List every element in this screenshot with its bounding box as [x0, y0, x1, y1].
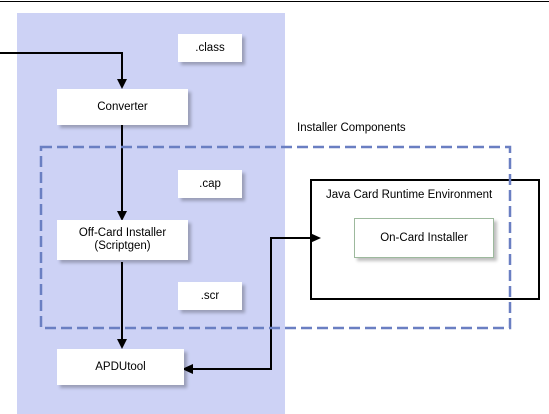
scr-file-label: .scr [200, 289, 220, 302]
scr-file-box: .scr [178, 282, 242, 310]
arrowhead-apdutool [117, 339, 127, 349]
offcard-installer-label: Off-Card Installer [78, 227, 167, 239]
oncard-installer-label: On-Card Installer [380, 231, 468, 244]
apdutool-to-oncard-arrow [192, 237, 311, 370]
installer-components-label: Installer Components [297, 122, 406, 134]
installer-components-region [39, 145, 512, 330]
converter-label: Converter [97, 100, 148, 113]
apdutool-box: APDUtool [57, 349, 184, 385]
apdutool-label: APDUtool [95, 360, 146, 373]
class-file-box: .class [178, 34, 242, 62]
jcre-label: Java Card Runtime Environment [326, 189, 493, 201]
offcard-installer-box: Off-Card Installer (Scriptgen) [57, 220, 188, 260]
arrowhead-offcard [117, 211, 127, 221]
converter-box: Converter [57, 89, 188, 125]
input-to-converter-arrow [0, 52, 123, 80]
arrow-heads [117, 79, 321, 374]
oncard-installer-box: On-Card Installer [354, 218, 494, 258]
tools-panel [17, 13, 285, 414]
arrowhead-oncard [310, 233, 321, 243]
class-file-label: .class [195, 41, 225, 54]
cap-file-label: .cap [199, 177, 221, 190]
arrowhead-apdutool-left [182, 364, 193, 374]
arrows [0, 52, 311, 370]
arrowhead-converter [117, 79, 127, 89]
cap-file-box: .cap [178, 170, 242, 198]
offcard-installer-sublabel: (Scriptgen) [94, 240, 151, 252]
